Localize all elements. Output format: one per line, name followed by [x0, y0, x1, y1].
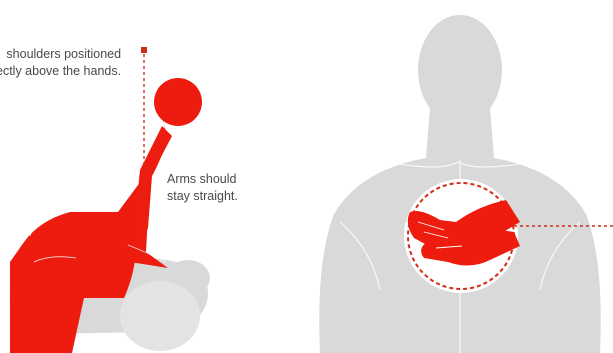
arms-caption: Arms should stay straight.: [167, 171, 238, 205]
shoulders-caption: shoulders positioned ectly above the han…: [0, 46, 121, 80]
shoulder-guide-marker: [141, 47, 147, 53]
arms-caption-line-2: stay straight.: [167, 188, 238, 205]
shoulders-caption-line-1: shoulders positioned: [0, 46, 121, 63]
arms-caption-line-1: Arms should: [167, 171, 238, 188]
shoulders-caption-line-2: ectly above the hands.: [0, 63, 121, 80]
